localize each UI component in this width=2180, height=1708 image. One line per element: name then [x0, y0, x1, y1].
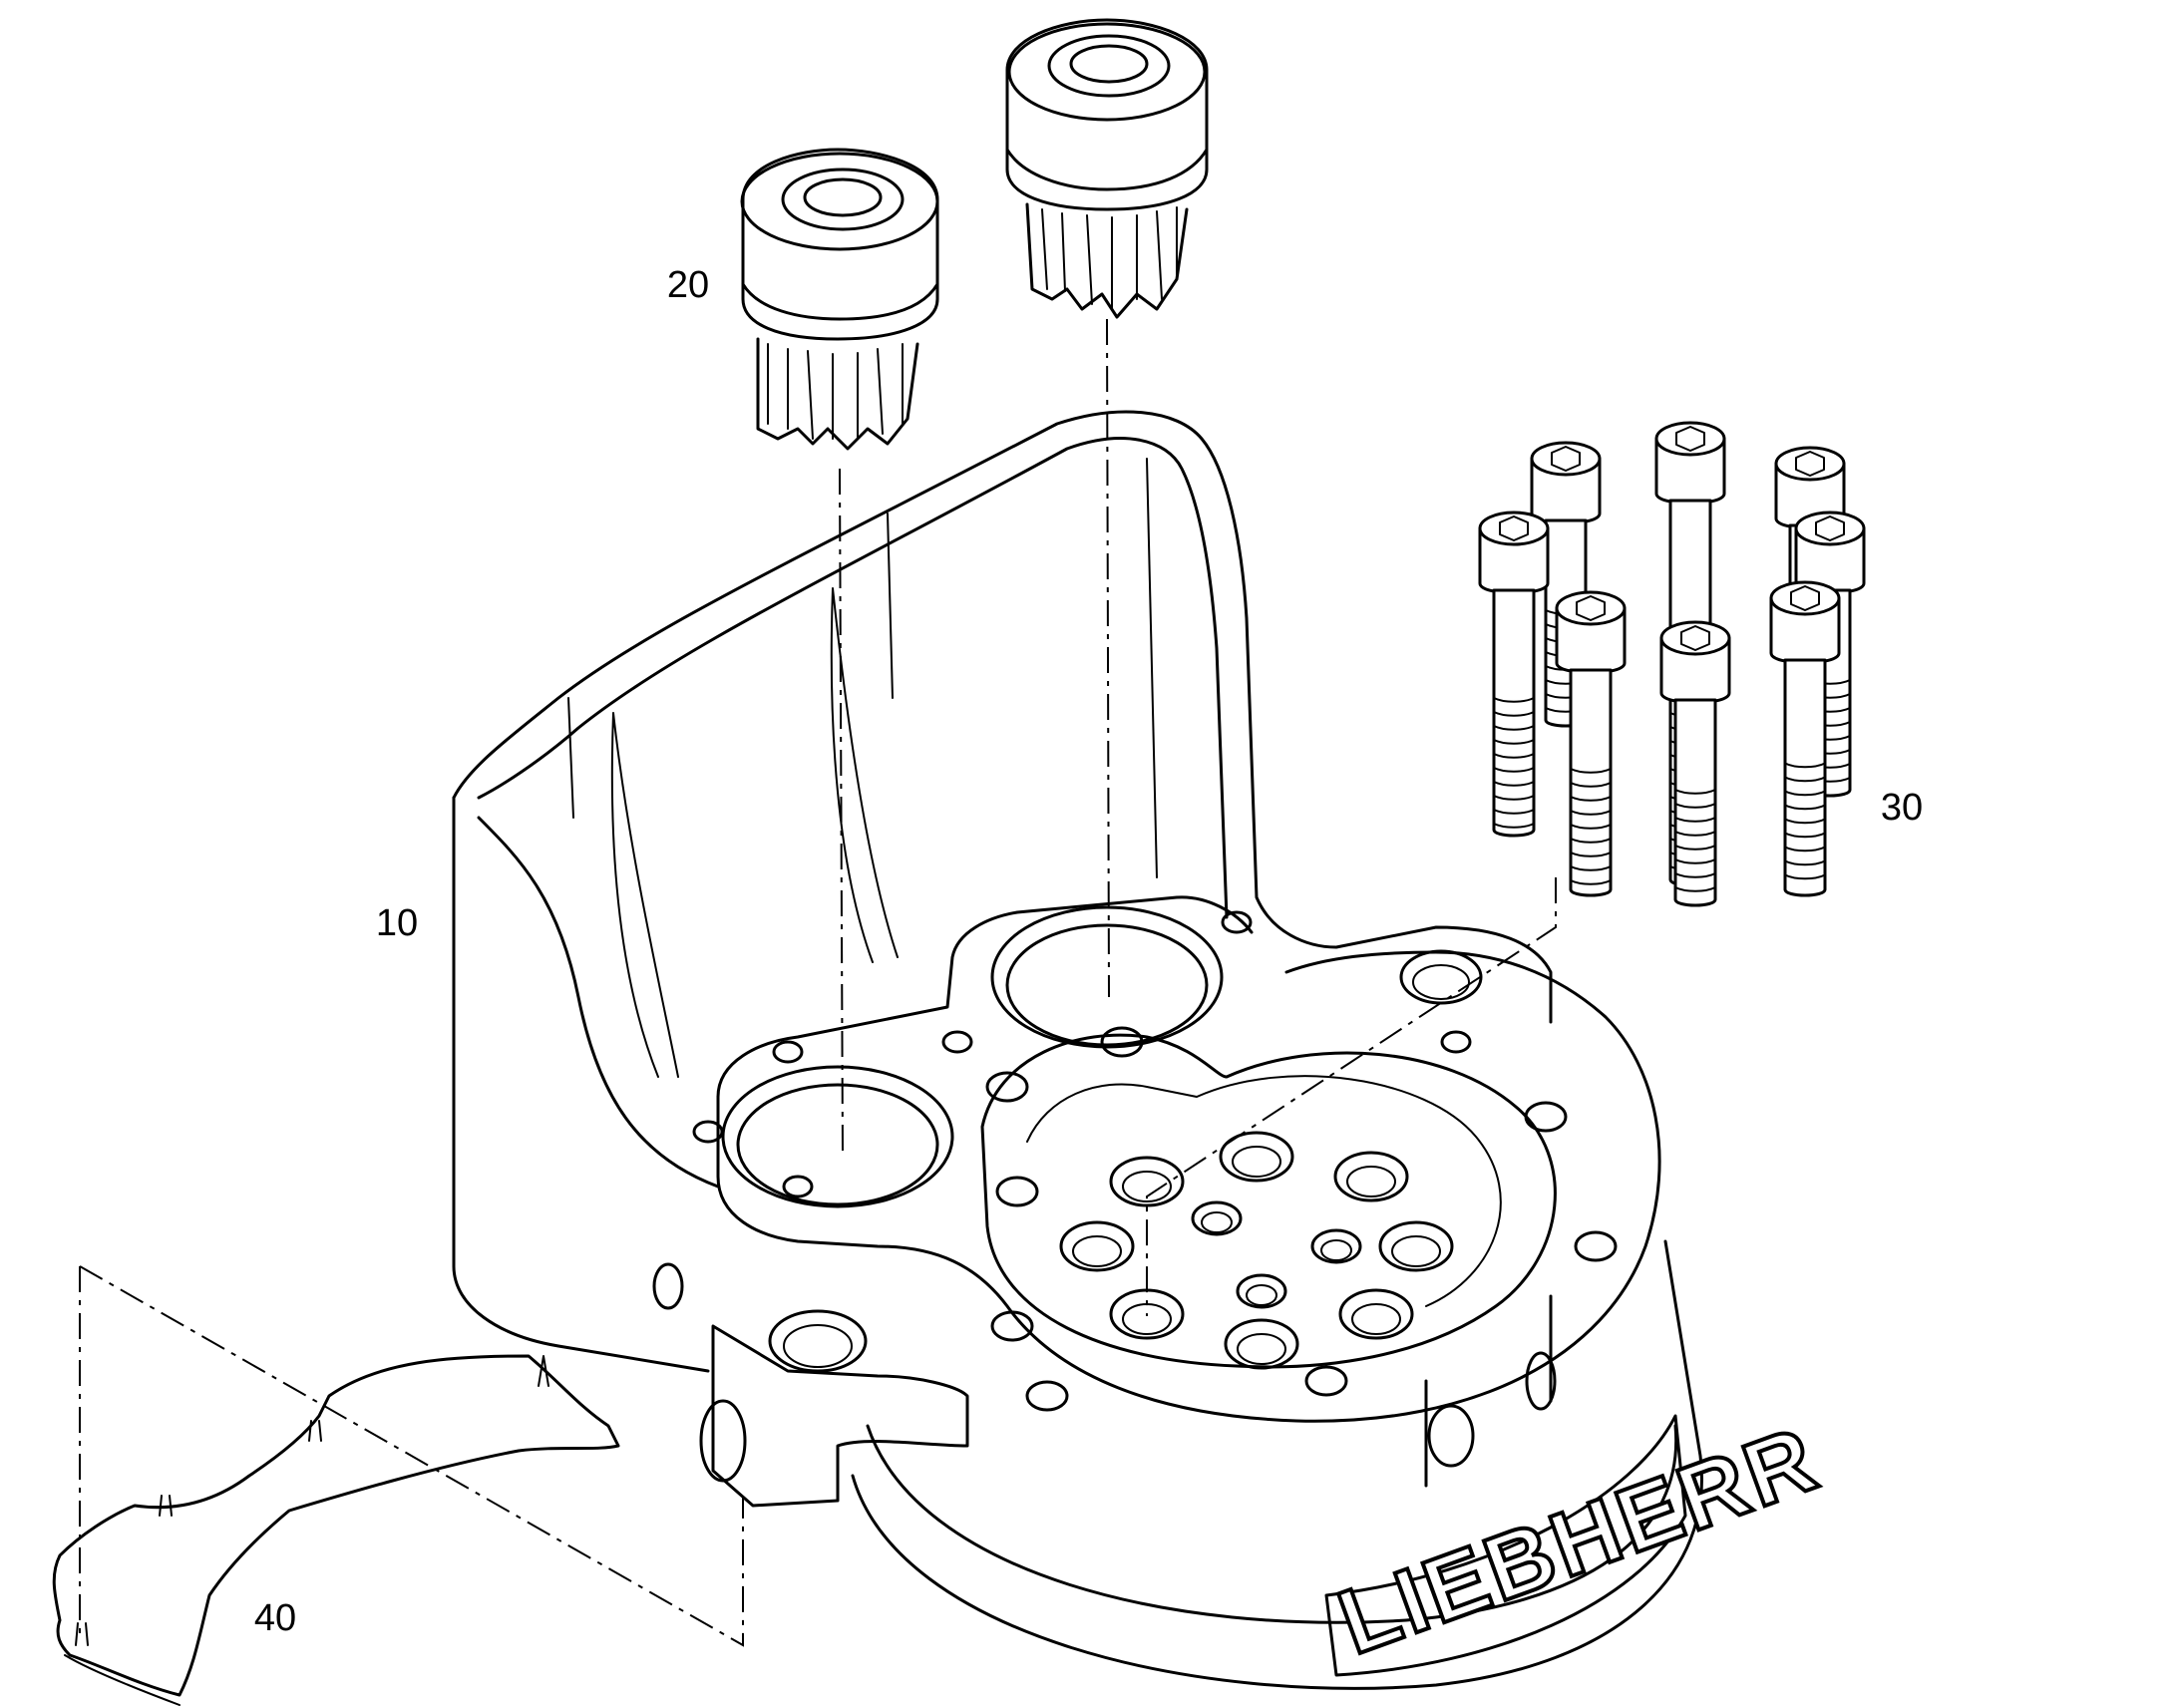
assembly-lines	[79, 318, 1557, 1647]
pinion-left	[740, 148, 939, 451]
cap-screw	[1769, 580, 1841, 897]
housing-part: LIEBHERR	[452, 410, 1834, 1690]
callout-gasket: 40	[254, 1597, 296, 1639]
callout-screws: 30	[1881, 787, 1923, 829]
screw-set	[1478, 421, 1866, 907]
callout-pinion: 20	[667, 264, 709, 306]
gasket-part	[52, 1354, 620, 1706]
cap-screw	[1555, 590, 1627, 897]
cap-screw	[1659, 620, 1731, 907]
brand-mark: LIEBHERR	[1326, 1407, 1832, 1674]
cap-screw	[1478, 511, 1550, 838]
pinion-right	[1005, 18, 1209, 319]
callout-housing: 10	[376, 902, 418, 944]
